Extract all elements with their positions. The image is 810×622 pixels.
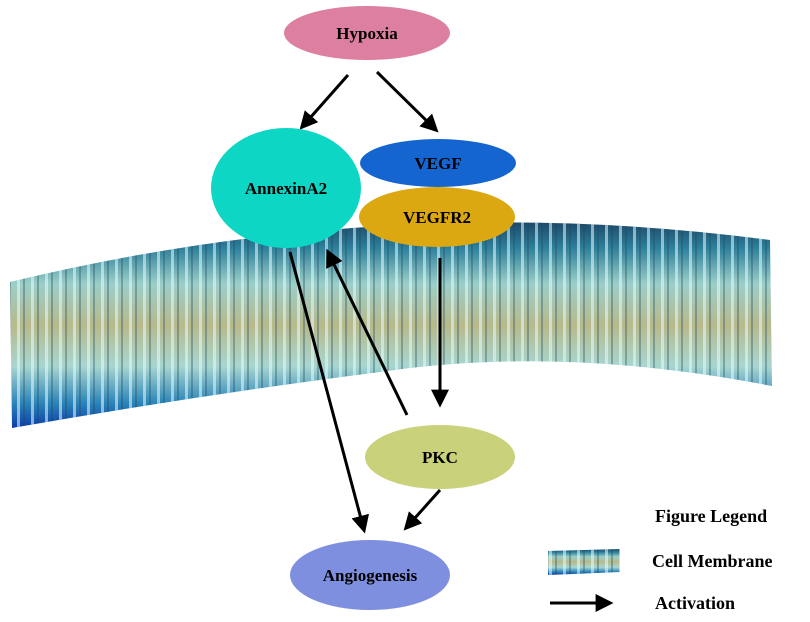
node-label: VEGF (414, 154, 461, 173)
legend-membrane-label: Cell Membrane (652, 551, 772, 571)
legend-activation-label: Activation (655, 593, 735, 613)
node-pkc: PKC (365, 425, 515, 489)
arrow-pkc-angiogenesis (403, 488, 442, 531)
node-vegfr2: VEGFR2 (359, 187, 515, 247)
node-label: Hypoxia (336, 24, 398, 43)
arrow-hypoxia-annexin (299, 74, 350, 130)
node-annexina2: AnnexinA2 (211, 128, 361, 248)
legend-title: Figure Legend (655, 506, 767, 526)
node-angiogenesis: Angiogenesis (290, 540, 450, 610)
node-label: VEGFR2 (403, 208, 471, 227)
figure-legend: Figure Legend Cell Membrane Activation (548, 506, 772, 613)
membrane-swatch-icon (548, 549, 620, 575)
arrow-annexin-angiogenesis (288, 251, 369, 534)
arrow-hypoxia-vegf (375, 70, 439, 133)
node-vegf: VEGF (360, 139, 516, 187)
arrows (288, 70, 449, 534)
node-hypoxia: Hypoxia (284, 6, 450, 60)
node-label: PKC (422, 448, 458, 467)
arrow-pkc-annexin (326, 248, 409, 416)
cell-membrane (10, 222, 772, 428)
node-label: Angiogenesis (323, 566, 418, 585)
node-label: AnnexinA2 (245, 179, 327, 198)
